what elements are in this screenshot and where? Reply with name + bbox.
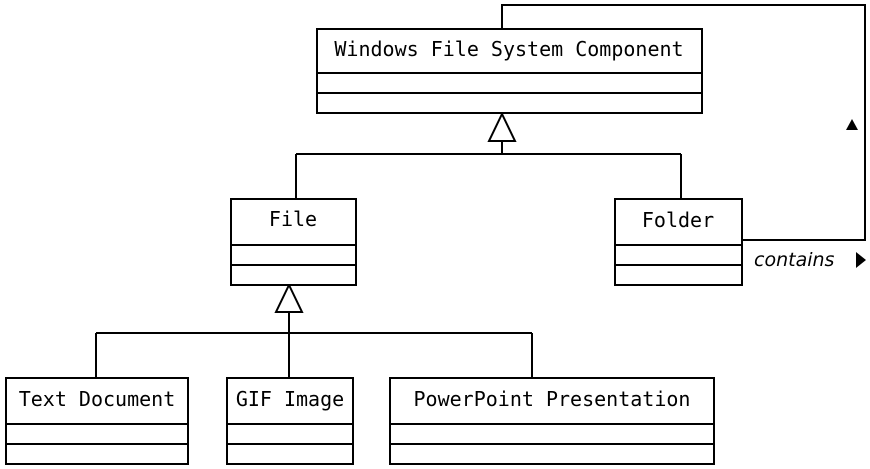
class-text-document[interactable]: Text Document bbox=[5, 377, 189, 465]
class-name: File bbox=[269, 207, 317, 231]
contains-association: contains bbox=[501, 4, 866, 271]
class-name: Text Document bbox=[19, 387, 176, 411]
class-name: Windows File System Component bbox=[334, 37, 683, 61]
class-name: GIF Image bbox=[236, 387, 344, 411]
contains-label: contains bbox=[754, 249, 835, 271]
class-file[interactable]: File bbox=[230, 198, 357, 286]
class-folder[interactable]: Folder bbox=[614, 198, 743, 286]
generalization-file bbox=[95, 282, 533, 378]
class-name: Folder bbox=[642, 208, 714, 232]
class-name: PowerPoint Presentation bbox=[414, 387, 691, 411]
inheritance-triangle-component bbox=[487, 111, 517, 142]
generalization-component bbox=[295, 111, 682, 199]
read-direction-arrow bbox=[856, 252, 866, 268]
class-powerpoint-presentation[interactable]: PowerPoint Presentation bbox=[389, 377, 715, 465]
association-direction-arrow bbox=[846, 119, 858, 130]
class-gif-image[interactable]: GIF Image bbox=[226, 377, 354, 465]
class-windows-file-system-component[interactable]: Windows File System Component bbox=[316, 28, 703, 114]
inheritance-triangle-file bbox=[274, 282, 304, 313]
